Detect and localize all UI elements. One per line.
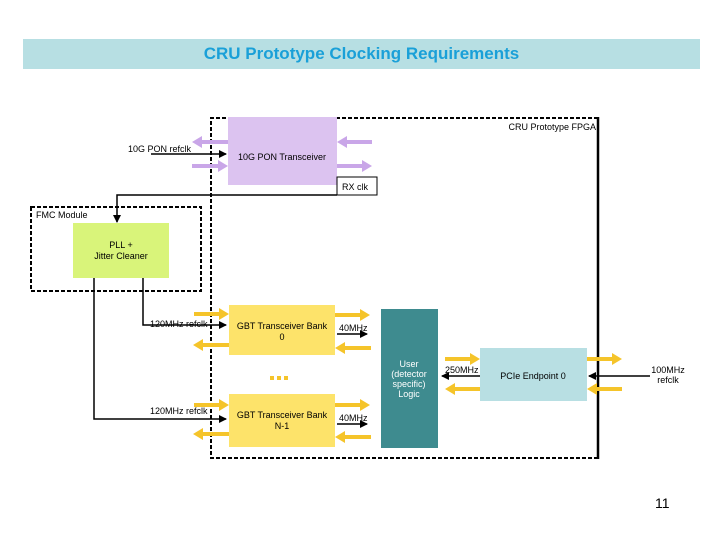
gbtn-refclk-label: 120MHz refclk	[150, 406, 208, 416]
gbt-bank-n-1: GBT Transceiver Bank N-1 40MHz	[193, 394, 371, 447]
pll-refclk-lines: 120MHz refclk 120MHz refclk	[93, 278, 227, 423]
gbt-bank-n-1-label-line2: N-1	[275, 421, 290, 431]
pon-refclk: 10G PON refclk	[128, 144, 227, 158]
gbtn-out-right-arrow	[335, 399, 370, 411]
ellipsis-dots	[270, 376, 288, 380]
gbtn-in-left-arrow	[194, 399, 229, 411]
pcie-in-right-arrow	[587, 383, 622, 395]
user-logic-label-line4: Logic	[398, 389, 420, 399]
pcie-refclk-label-line2: refclk	[657, 375, 679, 385]
pon-in-left-arrow	[192, 160, 228, 172]
user-logic-label-line1: User	[399, 359, 418, 369]
gbt-bank-0: GBT Transceiver Bank 0 40MHz	[193, 305, 371, 355]
pon-transceiver-block	[228, 117, 337, 185]
pll-jitter-cleaner: PLL + Jitter Cleaner	[73, 223, 169, 278]
pcie-refclk-label-line1: 100MHz	[651, 365, 685, 375]
gbt-bank-0-block	[229, 305, 335, 355]
pcie-250mhz-label: 250MHz	[445, 365, 479, 375]
gbt-bank-0-label-line1: GBT Transceiver Bank	[237, 321, 328, 331]
gbt-bank-n-1-label-line1: GBT Transceiver Bank	[237, 410, 328, 420]
pcie-label: PCIe Endpoint 0	[500, 371, 566, 381]
rx-clk-box	[336, 176, 378, 196]
fpga-label: CRU Prototype FPGA	[508, 122, 596, 132]
pon-in-right-arrow	[337, 136, 372, 148]
gbt0-refclk-label: 120MHz refclk	[150, 319, 208, 329]
pcie-out-left-arrow	[445, 383, 480, 395]
pon-out-right-arrow	[337, 160, 372, 172]
fmc-label: FMC Module	[36, 210, 88, 220]
gbtn-40mhz-label: 40MHz	[339, 413, 368, 423]
fpga-dashed-border	[210, 117, 598, 459]
fmc-dashed-border	[30, 206, 202, 292]
gbtn-in-right-arrow	[335, 431, 371, 443]
rx-clk-label: RX clk	[342, 182, 369, 192]
gbt0-refclk-line	[142, 278, 227, 329]
pcie-block	[480, 348, 587, 401]
slide-title: CRU Prototype Clocking Requirements	[203, 44, 520, 63]
pll-label-line2: Jitter Cleaner	[94, 251, 148, 261]
pcie-in-left-arrow	[445, 353, 480, 365]
user-logic-label-line2: (detector	[391, 369, 427, 379]
gbtn-refclk-line	[93, 278, 227, 423]
user-logic-block	[381, 309, 438, 448]
gbt0-in-left-arrow	[194, 308, 229, 320]
rx-clk-to-pll-line	[113, 194, 337, 223]
pcie-endpoint: PCIe Endpoint 0 250MHz 100MHz refclk	[441, 348, 685, 401]
pcie-out-right-arrow	[587, 353, 622, 365]
gbt0-out-left-arrow	[193, 339, 229, 351]
gbt0-40mhz-label: 40MHz	[339, 323, 368, 333]
pon-refclk-label: 10G PON refclk	[128, 144, 192, 154]
pon-transceiver-label: 10G PON Transceiver	[238, 152, 326, 162]
gbt-bank-n-1-block	[229, 394, 335, 447]
fpga-container: CRU Prototype FPGA	[210, 117, 600, 459]
pll-label-line1: PLL +	[109, 240, 132, 250]
gbt-bank-0-label-line2: 0	[279, 332, 284, 342]
gbt0-out-right-arrow	[335, 309, 370, 321]
pon-data-arrows	[192, 136, 372, 172]
rx-clk: RX clk	[113, 176, 378, 223]
user-logic: User (detector specific) Logic	[381, 309, 438, 448]
user-logic-label-line3: specific)	[392, 379, 425, 389]
pon-out-left-arrow	[192, 136, 228, 148]
title-bar: CRU Prototype Clocking Requirements	[23, 39, 700, 69]
pll-block	[73, 223, 169, 278]
page-number: 11	[655, 495, 670, 511]
gbtn-out-left-arrow	[193, 428, 229, 440]
fmc-container: FMC Module	[30, 206, 202, 292]
gbt0-in-right-arrow	[335, 342, 371, 354]
pon-transceiver: 10G PON Transceiver	[228, 117, 337, 185]
